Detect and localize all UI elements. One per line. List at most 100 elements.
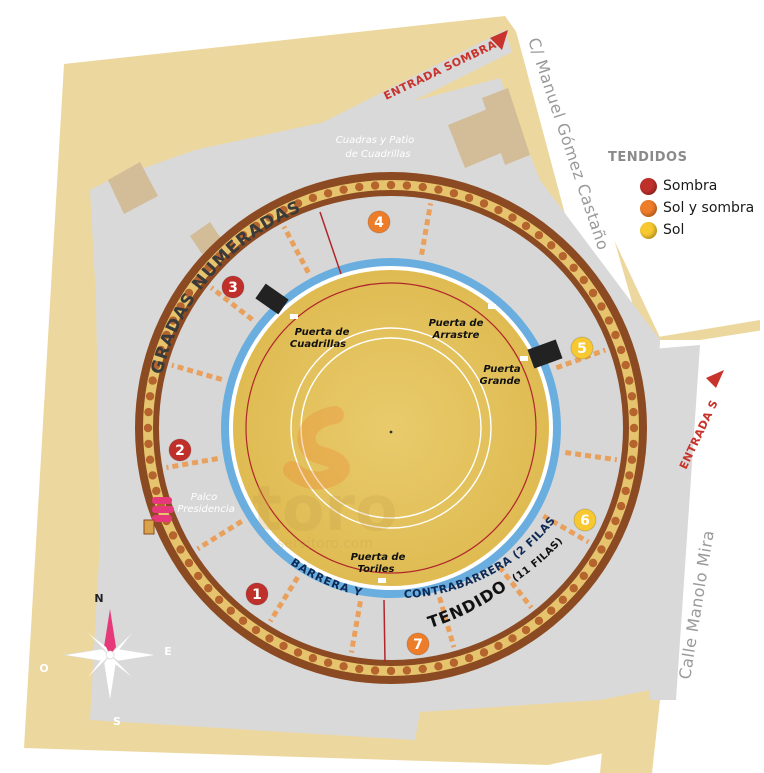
compass-rose-icon	[63, 609, 157, 702]
arch	[508, 634, 517, 643]
watermark-url: servitoro.com	[277, 536, 373, 552]
arch	[597, 545, 606, 554]
entrance-sol-arrow-icon	[706, 370, 724, 388]
arch	[355, 664, 364, 674]
aisle	[497, 565, 534, 610]
section-badge-4: 4	[367, 210, 391, 234]
section-number: 3	[228, 280, 238, 296]
gate-marker-toriles	[378, 578, 386, 583]
arch	[370, 181, 380, 190]
arch	[627, 392, 637, 401]
section-badge-2: 2	[168, 438, 192, 462]
arch	[625, 376, 634, 385]
arch	[238, 231, 248, 240]
outbuilding-1	[108, 162, 158, 214]
arch	[464, 193, 474, 203]
arch	[558, 251, 568, 261]
arch	[279, 641, 288, 651]
legend-item-sol-y-sombra: Sol y sombra	[640, 197, 758, 219]
arch	[449, 189, 459, 198]
gate-label-toriles: Puerta de Toriles	[351, 552, 406, 575]
arch	[323, 658, 333, 667]
arch	[293, 648, 303, 657]
arch	[168, 316, 178, 325]
arena-tercio-line	[245, 282, 537, 574]
gate-label-grande: Puerta Grande	[480, 364, 521, 387]
svg-text:Puerta: Puerta	[483, 364, 521, 375]
arch	[597, 302, 606, 311]
arch	[611, 330, 620, 340]
arch	[308, 193, 318, 203]
arch	[308, 653, 318, 663]
arch	[251, 221, 261, 231]
outbuilding-4	[482, 88, 530, 165]
stables-label-2: de Cuadrillas	[345, 149, 410, 160]
arch	[434, 185, 443, 194]
arch	[204, 263, 213, 272]
compass-east: E	[164, 645, 172, 658]
section-number: 2	[175, 443, 185, 459]
legend-label: Sombra	[663, 178, 718, 194]
aisle	[196, 519, 244, 551]
arch	[547, 241, 556, 250]
section-number: 1	[252, 587, 262, 603]
arena-line-inner	[300, 337, 482, 519]
arch	[194, 571, 203, 581]
section-badge-6: 6	[573, 508, 597, 532]
aisle	[437, 596, 457, 648]
legend: TENDIDOS Sombra Sol y sombra Sol	[608, 150, 758, 241]
arch	[418, 182, 427, 192]
legend-item-sombra: Sombra	[640, 175, 758, 197]
arch	[629, 407, 638, 417]
arch	[547, 606, 556, 615]
aisle	[348, 600, 363, 653]
arch	[508, 213, 517, 222]
arch	[629, 423, 639, 433]
svg-text:Arrastre: Arrastre	[432, 330, 480, 341]
arch	[521, 625, 531, 635]
arch	[194, 275, 203, 285]
arch	[152, 486, 161, 496]
arch	[145, 392, 155, 401]
arch	[144, 407, 153, 417]
aisle	[171, 362, 223, 382]
arch	[184, 558, 194, 568]
arch	[604, 531, 614, 540]
arch	[293, 199, 303, 208]
arch	[616, 501, 626, 511]
arch	[479, 648, 489, 657]
gate-marker-grande	[520, 356, 528, 361]
section-number: 6	[580, 513, 590, 529]
section-number: 4	[374, 215, 384, 231]
watermark: toro servitoro.com	[252, 406, 398, 552]
arch	[449, 658, 459, 667]
palco-presidencia-icon	[143, 497, 174, 535]
gate-marker-cuadrillas	[290, 314, 298, 319]
arch	[226, 606, 235, 615]
arch	[464, 653, 474, 663]
arch	[604, 316, 614, 325]
arch	[204, 584, 213, 593]
arch	[534, 616, 544, 625]
outbuilding-2	[190, 222, 222, 254]
section-badge-1: 1	[245, 582, 269, 606]
aisle	[268, 575, 300, 623]
gate-grande-block	[527, 339, 563, 369]
palco-label-1: Palco	[191, 492, 218, 503]
compass-north: N	[94, 592, 103, 605]
aisle	[564, 450, 618, 463]
arch	[265, 213, 274, 222]
arch	[521, 221, 531, 231]
arch	[176, 302, 185, 311]
arch	[265, 634, 274, 643]
street-manolo-mira	[662, 330, 764, 773]
arch	[402, 181, 412, 190]
svg-text:Puerta de: Puerta de	[429, 318, 484, 329]
arch	[370, 666, 380, 675]
section-badge-5: 5	[570, 336, 594, 360]
arch	[569, 263, 578, 272]
arch	[588, 288, 598, 298]
arch	[479, 199, 489, 208]
arch	[402, 666, 412, 675]
